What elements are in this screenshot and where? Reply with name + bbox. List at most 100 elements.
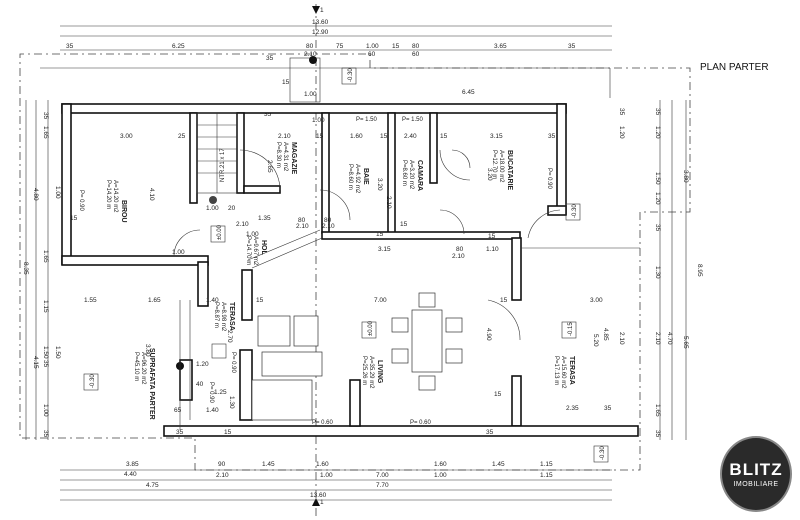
svg-text:35: 35 <box>548 133 556 140</box>
svg-text:4.15: 4.15 <box>32 356 39 369</box>
svg-text:A=4.31 m2: A=4.31 m2 <box>282 142 288 172</box>
svg-text:4.80: 4.80 <box>32 188 39 201</box>
svg-text:P= 0.60: P= 0.60 <box>312 420 334 426</box>
svg-text:20: 20 <box>228 205 236 212</box>
svg-text:1.10: 1.10 <box>486 246 499 253</box>
room-magazie: MAGAZIE A=4.31 m2 P=8.30 m <box>275 142 297 175</box>
svg-text:1: 1 <box>320 499 324 506</box>
svg-text:1.20: 1.20 <box>196 361 209 368</box>
svg-text:±0.00: ±0.00 <box>368 320 374 336</box>
svg-text:1.40: 1.40 <box>206 407 219 414</box>
svg-text:A=8.98 m2: A=8.98 m2 <box>220 302 226 332</box>
svg-text:A=4.92 m2: A=4.92 m2 <box>354 164 360 194</box>
section-mark-top: 1 <box>312 6 324 14</box>
svg-text:2.10: 2.10 <box>304 51 317 58</box>
svg-text:35: 35 <box>604 405 612 412</box>
svg-text:13.60: 13.60 <box>310 492 327 499</box>
svg-text:75: 75 <box>336 43 344 50</box>
svg-text:80: 80 <box>324 217 332 224</box>
svg-text:SUPRAFATA PARTER: SUPRAFATA PARTER <box>148 348 155 420</box>
svg-text:1.20: 1.20 <box>654 192 661 205</box>
svg-text:1.45: 1.45 <box>262 461 275 468</box>
staircase: NTR.21 x 17 <box>196 112 238 194</box>
svg-text:P=8.30 m: P=8.30 m <box>275 142 281 168</box>
svg-text:±0.00: ±0.00 <box>217 224 223 240</box>
svg-text:1.55: 1.55 <box>84 297 97 304</box>
svg-text:P= 0.90: P= 0.90 <box>78 190 84 212</box>
svg-text:P=25.26 m: P=25.26 m <box>361 356 367 385</box>
svg-text:4.85: 4.85 <box>602 328 609 341</box>
svg-text:1.20: 1.20 <box>654 126 661 139</box>
svg-text:-0.30: -0.30 <box>90 374 96 388</box>
svg-text:3.80: 3.80 <box>144 344 151 357</box>
svg-text:P= 1.50: P= 1.50 <box>356 117 378 123</box>
svg-text:15: 15 <box>376 231 384 238</box>
svg-text:1.65: 1.65 <box>42 126 49 139</box>
svg-text:4.70: 4.70 <box>666 332 673 345</box>
room-baie: BAIE A=4.92 m2 P=8.60 m <box>347 164 369 194</box>
room-terasa-left: TERASA A=8.98 m2 P=8.87 m <box>213 302 235 332</box>
svg-text:A=96.20 m2: A=96.20 m2 <box>140 352 146 385</box>
svg-text:1.00: 1.00 <box>366 43 379 50</box>
svg-text:3.00: 3.00 <box>590 297 603 304</box>
svg-text:15: 15 <box>316 133 324 140</box>
furniture <box>251 292 463 421</box>
stair-marker <box>209 196 217 204</box>
svg-text:1.60: 1.60 <box>434 461 447 468</box>
svg-text:80: 80 <box>298 217 306 224</box>
svg-text:15: 15 <box>440 133 448 140</box>
room-birou: BIROU A=14.20 m2 P=14.20 m <box>105 180 127 223</box>
svg-text:HOL: HOL <box>260 240 267 256</box>
svg-text:-0.30: -0.30 <box>572 204 578 218</box>
svg-text:1.00: 1.00 <box>54 186 61 199</box>
section-mark-bottom: 1 <box>312 498 324 506</box>
svg-text:2.10: 2.10 <box>322 223 335 230</box>
svg-text:4.75: 4.75 <box>146 482 159 489</box>
door-swings <box>173 149 561 341</box>
svg-text:35: 35 <box>568 43 576 50</box>
svg-text:A=9.67 m2: A=9.67 m2 <box>252 236 258 266</box>
svg-text:3.00: 3.00 <box>120 133 133 140</box>
svg-text:35: 35 <box>654 108 661 116</box>
svg-text:15: 15 <box>282 79 290 86</box>
svg-text:1.15: 1.15 <box>540 461 553 468</box>
svg-text:1.50: 1.50 <box>42 346 49 359</box>
svg-text:P=14.70 m: P=14.70 m <box>245 236 251 265</box>
svg-text:15: 15 <box>400 221 408 228</box>
svg-text:3.20: 3.20 <box>376 178 383 191</box>
svg-text:1.30: 1.30 <box>654 266 661 279</box>
svg-text:2.10: 2.10 <box>618 332 625 345</box>
room-hol: HOL A=9.67 m2 P=14.70 m <box>245 236 267 266</box>
svg-text:1.15: 1.15 <box>42 300 49 313</box>
svg-text:1.25: 1.25 <box>214 389 227 396</box>
blitz-imobiliare-logo: BLITZ IMOBILIARE <box>720 436 792 512</box>
svg-text:1.00: 1.00 <box>42 404 49 417</box>
entry-porch <box>289 57 321 103</box>
svg-text:1.45: 1.45 <box>492 461 505 468</box>
svg-text:7.00: 7.00 <box>376 472 389 479</box>
svg-text:13.60: 13.60 <box>312 19 329 26</box>
svg-text:2.35: 2.35 <box>566 405 579 412</box>
logo-text: BLITZ <box>729 460 783 479</box>
svg-text:A=18.00 m2: A=18.00 m2 <box>498 150 504 183</box>
svg-text:5.65: 5.65 <box>682 336 689 349</box>
svg-text:CAMARA: CAMARA <box>416 160 423 191</box>
svg-text:TERASA: TERASA <box>228 302 235 331</box>
svg-text:1.15: 1.15 <box>540 472 553 479</box>
level-markers: -0.30 ±0.00 -0.30 ±0.00 -0.30 -0.15 -0.3… <box>83 68 609 463</box>
svg-text:P=8.60 m: P=8.60 m <box>401 160 407 186</box>
svg-text:3.65: 3.65 <box>494 43 507 50</box>
svg-text:BUCATARIE: BUCATARIE <box>506 150 513 191</box>
svg-text:6.45: 6.45 <box>462 89 475 96</box>
svg-text:1.65: 1.65 <box>42 250 49 263</box>
svg-text:1.00: 1.00 <box>434 472 447 479</box>
svg-text:15: 15 <box>256 297 264 304</box>
svg-text:A=3.20 m2: A=3.20 m2 <box>408 160 414 190</box>
svg-text:2.10: 2.10 <box>236 221 249 228</box>
dimensions-right: 35 1.20 3.80 1.50 1.20 35 8.95 1.30 2.10… <box>592 100 703 440</box>
svg-text:35: 35 <box>618 108 625 116</box>
svg-text:P=17.13 m: P=17.13 m <box>553 356 559 385</box>
svg-text:1.60: 1.60 <box>316 461 329 468</box>
entry-marker <box>309 56 317 64</box>
svg-text:P=14.20 m: P=14.20 m <box>105 180 111 209</box>
